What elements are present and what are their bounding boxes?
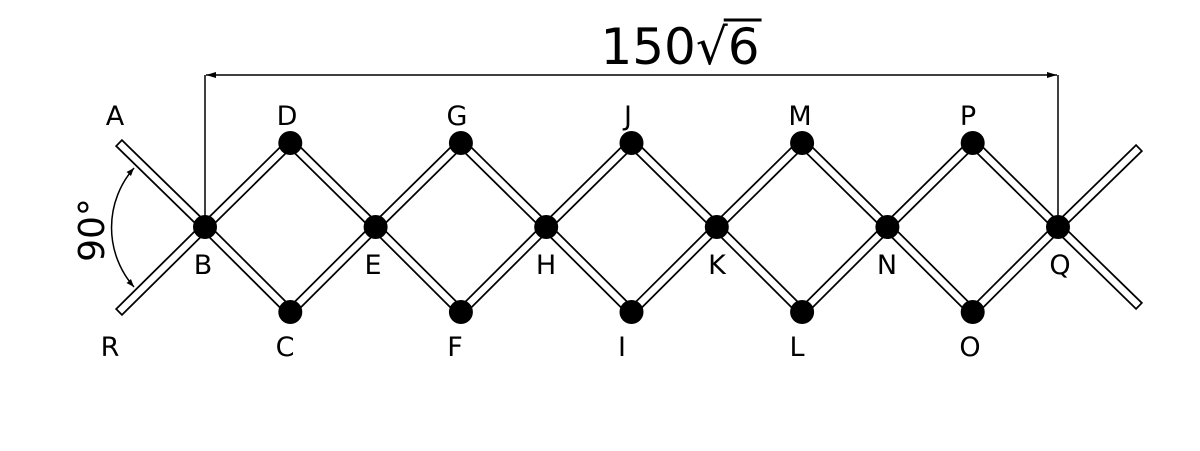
rod [797,138,892,232]
point-label-G: G [447,101,468,132]
rod [456,138,551,232]
rod [797,222,892,317]
rod [371,222,466,317]
point-label-J: J [622,101,632,132]
rod [117,141,210,232]
rod [626,138,722,232]
joint-pin [278,300,303,324]
point-label-A: A [106,101,125,132]
angle-annotation: 90° [72,167,135,288]
dimension-line: 150√6 [204,18,1059,227]
point-label-Q: Q [1049,250,1070,281]
joint-pin [704,215,729,239]
point-label-P: P [960,101,976,132]
rod [1053,222,1141,308]
angle-arc [110,167,135,288]
joint-pin [1046,215,1070,239]
joint-pin [790,300,815,324]
point-label-O: O [959,332,980,363]
rod [541,222,637,317]
rod [541,138,637,232]
point-label-L: L [789,332,804,363]
joint-pin [619,300,644,324]
rod [200,222,295,317]
joint-pin [448,300,473,324]
point-label-I: I [618,332,626,363]
point-label-C: C [276,332,295,363]
rod [882,138,978,232]
dimension-label: 150√6 [600,18,759,76]
point-label-D: D [277,101,298,132]
rod [968,138,1063,232]
joint-pin [363,215,388,239]
rod [371,138,466,232]
point-label-H: H [536,250,556,281]
rod [882,222,978,317]
point-label-M: M [788,101,811,132]
rod [200,138,295,232]
joint-pin [193,215,217,239]
rod [117,222,210,314]
point-label-F: F [447,332,463,363]
joint-pin [960,300,985,324]
joint-pin [619,131,644,155]
rod [285,138,381,232]
joint-pin [875,215,900,239]
point-label-R: R [101,332,120,363]
rod [626,222,722,317]
joint-pin [790,131,815,155]
point-label-N: N [877,250,897,281]
rod [968,222,1063,317]
joint-pin [278,131,303,155]
rod [712,138,807,232]
point-label-B: B [194,250,213,281]
joint-pin [534,215,559,239]
point-label-K: K [708,250,727,281]
rod [712,222,807,317]
angle-label: 90° [72,198,113,262]
rod [1053,146,1141,232]
joint-pin [448,131,473,155]
rod [285,222,381,317]
point-label-E: E [364,250,381,281]
joint-pin [960,131,985,155]
rod [456,222,551,317]
